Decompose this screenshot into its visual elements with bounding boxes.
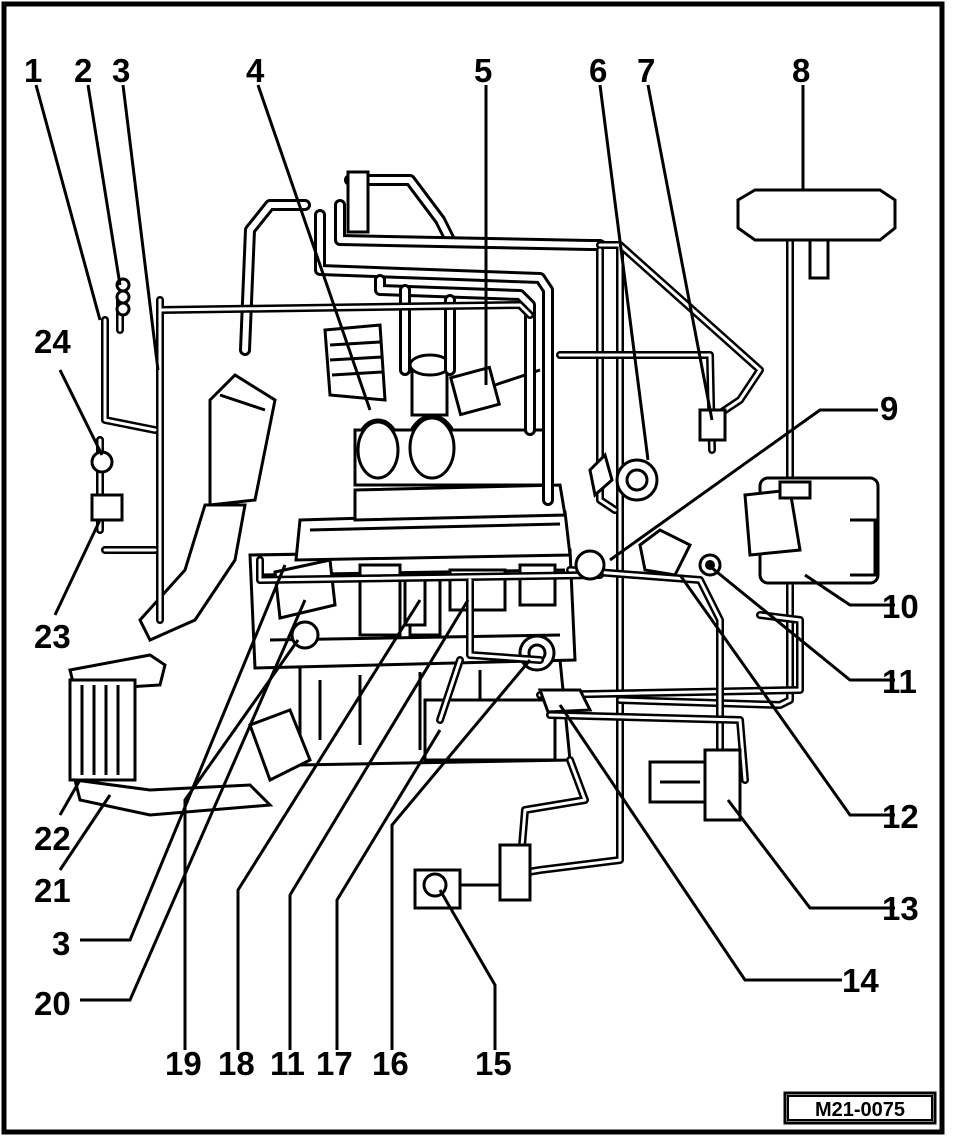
- callout-6: 6: [589, 52, 607, 89]
- valve-7: [698, 408, 727, 442]
- callout-4: 4: [246, 52, 265, 89]
- callout-21: 21: [34, 872, 71, 909]
- callout-15: 15: [475, 1045, 512, 1082]
- callout-7: 7: [637, 52, 655, 89]
- callout-11: 11: [882, 663, 917, 700]
- callout-10: 10: [882, 588, 919, 625]
- callout-5: 5: [474, 52, 492, 89]
- callout-1: 1: [24, 52, 42, 89]
- pressure-sensor-6: [588, 452, 659, 502]
- callout-23: 23: [34, 618, 71, 655]
- callout-numbers: 1 2 3 4 5 6 7 8 9 10 11 12 13 14 15 16 1…: [24, 52, 919, 1082]
- leader-lines: [34, 84, 895, 1050]
- callout-3: 3: [112, 52, 130, 89]
- reservoir-tank: [736, 188, 897, 280]
- callout-17: 17: [316, 1045, 353, 1082]
- fitting-15: [413, 843, 532, 910]
- callout-24: 24: [34, 323, 71, 360]
- callout-19: 19: [165, 1045, 202, 1082]
- callout-20: 20: [34, 985, 71, 1022]
- callout-22: 22: [34, 820, 71, 857]
- connector-14: [537, 688, 593, 714]
- intake-hose: [68, 199, 311, 692]
- diagram-border: [1, 1, 945, 1135]
- callout-13: 13: [882, 890, 919, 927]
- callout-12: 12: [882, 798, 919, 835]
- reference-code: M21-0075: [815, 1099, 905, 1121]
- component-12: [638, 528, 693, 577]
- turbocharger: [323, 323, 547, 487]
- reference-box: M21-0075: [783, 1091, 937, 1125]
- callout-2: 2: [74, 52, 92, 89]
- callout-8: 8: [792, 52, 810, 89]
- air-mass-meter: [743, 476, 880, 585]
- solenoid-valve: [648, 748, 742, 822]
- callout-16: 16: [372, 1045, 409, 1082]
- upper-pipes: [314, 170, 606, 506]
- callout-18: 18: [218, 1045, 255, 1082]
- callout-9: 9: [880, 390, 898, 427]
- vacuum-lines-left: [90, 277, 534, 624]
- callout-11-bottom: 11: [270, 1045, 305, 1082]
- sensor-component: [248, 708, 312, 783]
- vacuum-lines-right: [256, 236, 804, 879]
- engine-block: [248, 483, 577, 767]
- valve-9: [574, 549, 606, 581]
- callout-14: 14: [842, 962, 879, 999]
- callout-3-bottom: 3: [52, 925, 70, 962]
